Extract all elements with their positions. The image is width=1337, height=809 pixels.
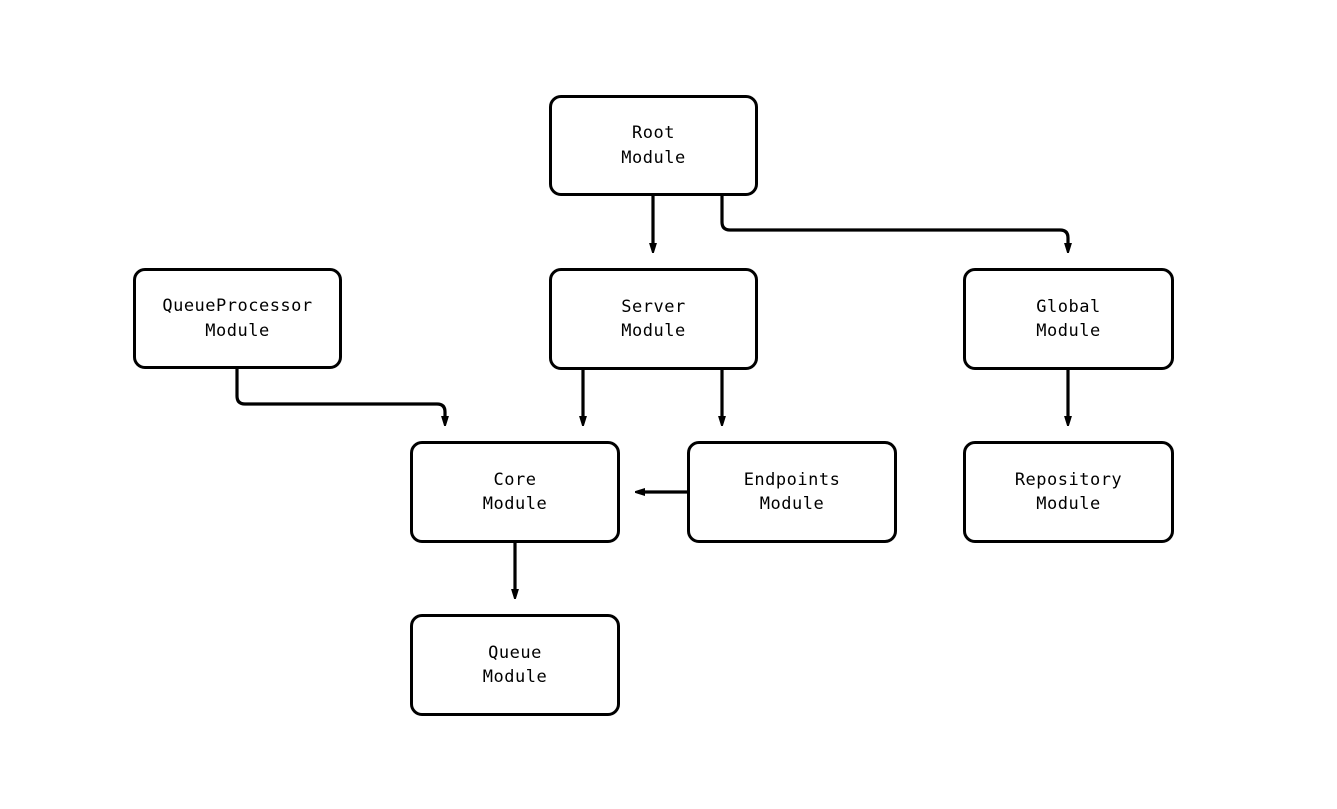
node-queueprocessor-title: QueueProcessor [162,296,313,317]
node-root-title: Root [632,123,675,144]
node-endpoints-title: Endpoints [743,469,841,490]
node-repository-title: Repository [1014,469,1123,490]
node-repository-subtitle: Module [1036,494,1101,514]
node-queue[interactable]: Queue Module [410,614,620,716]
node-global-title: Global [1036,296,1101,317]
node-global[interactable]: Global Module [963,268,1174,370]
node-server[interactable]: Server Module [549,268,758,370]
node-endpoints-subtitle: Module [759,494,825,514]
node-queue-subtitle: Module [482,667,548,687]
node-queueprocessor-subtitle: Module [205,320,270,341]
node-root-subtitle: Module [621,147,686,168]
node-endpoints[interactable]: Endpoints Module [687,441,897,543]
node-queue-title: Queue [488,642,542,663]
node-core-subtitle: Module [482,494,548,514]
node-core-title: Core [493,469,537,490]
node-server-title: Server [621,296,686,317]
node-server-subtitle: Module [621,321,686,341]
node-global-subtitle: Module [1036,321,1101,341]
node-repository[interactable]: Repository Module [963,441,1174,543]
node-core[interactable]: Core Module [410,441,620,543]
node-root[interactable]: Root Module [549,95,758,196]
edge-queueprocessor-to-core [235,369,445,422]
node-queueprocessor[interactable]: QueueProcessor Module [133,268,342,369]
edge-root-to-global [720,196,1068,249]
